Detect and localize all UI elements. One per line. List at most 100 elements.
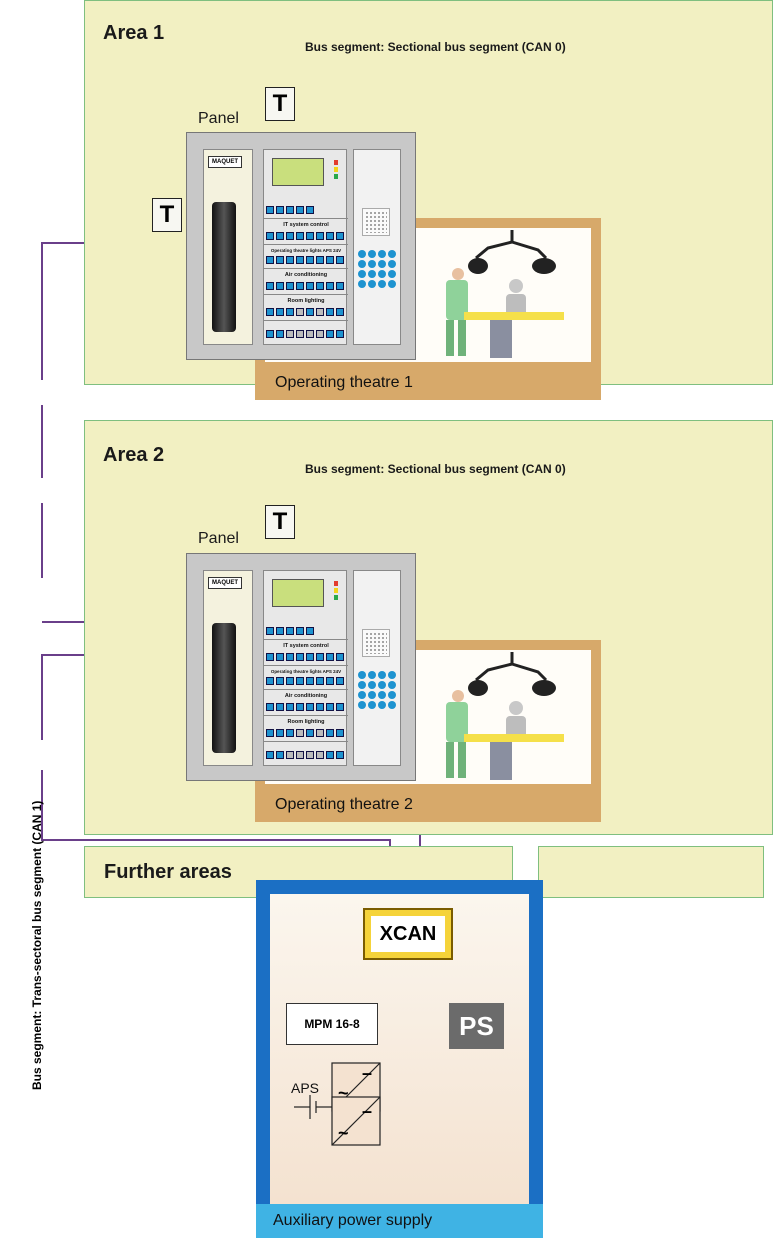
key-button[interactable]	[316, 308, 324, 316]
key-button[interactable]	[266, 232, 274, 240]
key-button[interactable]	[286, 703, 294, 711]
key-button[interactable]	[276, 677, 284, 685]
key-button[interactable]	[336, 232, 344, 240]
key-button[interactable]	[286, 282, 294, 290]
key-button[interactable]	[326, 330, 334, 338]
key-button[interactable]	[336, 729, 344, 737]
key-button[interactable]	[276, 330, 284, 338]
key-button[interactable]	[336, 256, 344, 264]
key-button[interactable]	[336, 751, 344, 759]
keypad[interactable]	[358, 250, 396, 288]
key-button[interactable]	[306, 330, 314, 338]
key-button[interactable]	[276, 653, 284, 661]
key-button[interactable]	[296, 627, 304, 635]
key-button[interactable]	[336, 282, 344, 290]
key-button[interactable]	[306, 232, 314, 240]
key-button[interactable]	[286, 232, 294, 240]
led-green	[334, 174, 338, 179]
key-button[interactable]	[296, 256, 304, 264]
key-button[interactable]	[296, 653, 304, 661]
key-button[interactable]	[306, 677, 314, 685]
key-button[interactable]	[276, 256, 284, 264]
key-button[interactable]	[276, 282, 284, 290]
key-button[interactable]	[306, 653, 314, 661]
key-button[interactable]	[306, 751, 314, 759]
key-button[interactable]	[326, 232, 334, 240]
key-button[interactable]	[286, 256, 294, 264]
key-button[interactable]	[266, 677, 274, 685]
key-button[interactable]	[296, 677, 304, 685]
surgery-illustration	[446, 652, 564, 780]
key-button[interactable]	[336, 677, 344, 685]
key-button[interactable]	[326, 751, 334, 759]
key-button[interactable]	[286, 627, 294, 635]
key-button[interactable]	[276, 627, 284, 635]
display-screen	[272, 158, 324, 186]
key-button[interactable]	[316, 232, 324, 240]
key-button[interactable]	[266, 330, 274, 338]
key-button[interactable]	[316, 653, 324, 661]
key-button[interactable]	[326, 729, 334, 737]
row-label: Room lighting	[287, 298, 325, 304]
key-button[interactable]	[266, 282, 274, 290]
mpm-module: MPM 16-8	[286, 1003, 378, 1045]
key-button[interactable]	[276, 308, 284, 316]
further-areas-title: Further areas	[104, 861, 232, 883]
key-button[interactable]	[266, 256, 274, 264]
key-button[interactable]	[266, 729, 274, 737]
key-button[interactable]	[286, 330, 294, 338]
key-button[interactable]	[326, 308, 334, 316]
key-button[interactable]	[336, 703, 344, 711]
key-button[interactable]	[316, 256, 324, 264]
key-button[interactable]	[286, 206, 294, 214]
key-button[interactable]	[276, 206, 284, 214]
key-button[interactable]	[296, 330, 304, 338]
key-button[interactable]	[296, 308, 304, 316]
key-button[interactable]	[296, 232, 304, 240]
key-button[interactable]	[296, 729, 304, 737]
key-button[interactable]	[266, 627, 274, 635]
key-button[interactable]	[266, 206, 274, 214]
key-button[interactable]	[306, 308, 314, 316]
door-handle[interactable]	[212, 623, 236, 753]
key-button[interactable]	[316, 751, 324, 759]
key-button[interactable]	[296, 206, 304, 214]
key-button[interactable]	[306, 206, 314, 214]
key-button[interactable]	[316, 282, 324, 290]
key-button[interactable]	[306, 729, 314, 737]
key-button[interactable]	[286, 751, 294, 759]
key-button[interactable]	[286, 653, 294, 661]
key-button[interactable]	[266, 751, 274, 759]
key-button[interactable]	[316, 330, 324, 338]
key-button[interactable]	[276, 232, 284, 240]
key-button[interactable]	[336, 653, 344, 661]
key-button[interactable]	[266, 653, 274, 661]
key-button[interactable]	[276, 751, 284, 759]
key-button[interactable]	[266, 308, 274, 316]
key-button[interactable]	[306, 627, 314, 635]
key-button[interactable]	[326, 282, 334, 290]
key-button[interactable]	[276, 703, 284, 711]
key-button[interactable]	[276, 729, 284, 737]
key-button[interactable]	[296, 751, 304, 759]
key-button[interactable]	[316, 729, 324, 737]
key-button[interactable]	[326, 653, 334, 661]
key-button[interactable]	[316, 677, 324, 685]
keypad[interactable]	[358, 671, 396, 709]
key-button[interactable]	[306, 703, 314, 711]
key-button[interactable]	[266, 703, 274, 711]
key-button[interactable]	[336, 330, 344, 338]
key-button[interactable]	[306, 256, 314, 264]
key-button[interactable]	[286, 677, 294, 685]
key-button[interactable]	[326, 677, 334, 685]
key-button[interactable]	[286, 729, 294, 737]
key-button[interactable]	[296, 282, 304, 290]
door-handle[interactable]	[212, 202, 236, 332]
key-button[interactable]	[326, 703, 334, 711]
key-button[interactable]	[296, 703, 304, 711]
key-button[interactable]	[326, 256, 334, 264]
key-button[interactable]	[336, 308, 344, 316]
key-button[interactable]	[316, 703, 324, 711]
key-button[interactable]	[286, 308, 294, 316]
key-button[interactable]	[306, 282, 314, 290]
